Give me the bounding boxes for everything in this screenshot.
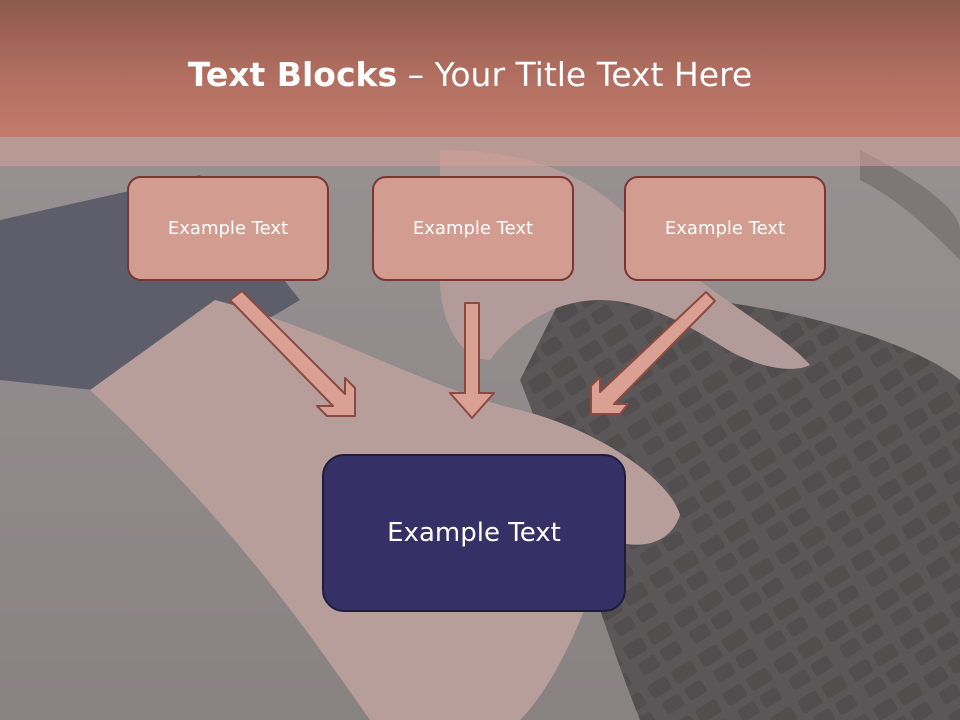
text-block-top-center[interactable]: Example Text — [372, 176, 574, 281]
arrow-down-icon — [449, 302, 495, 419]
title-header-bar — [0, 0, 960, 137]
text-block-main-label: Example Text — [387, 518, 561, 548]
text-block-top-center-label: Example Text — [412, 218, 534, 239]
text-block-top-left[interactable]: Example Text — [127, 176, 329, 281]
text-block-main[interactable]: Example Text — [322, 454, 626, 612]
title-bold-part: Text Blocks — [187, 55, 398, 94]
arrow-down-left-icon — [590, 291, 716, 415]
text-block-top-right[interactable]: Example Text — [624, 176, 826, 281]
header-accent-band — [0, 137, 960, 166]
title-dash: – — [397, 55, 435, 94]
slide-title: Text Blocks – Your Title Text Here — [0, 52, 940, 98]
text-block-top-left-label: Example Text — [167, 218, 289, 239]
text-block-top-right-label: Example Text — [664, 218, 786, 239]
title-rest-part: Your Title Text Here — [434, 55, 753, 94]
arrow-down-right-icon — [229, 290, 356, 417]
